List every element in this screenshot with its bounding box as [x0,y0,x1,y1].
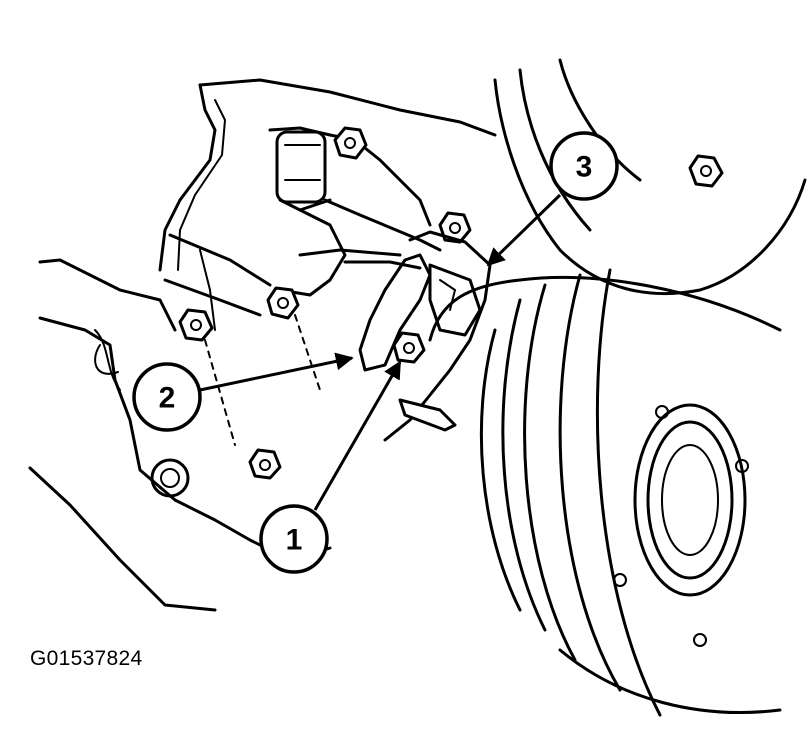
mount-bracket [275,130,442,270]
bolt-pulley [688,154,724,188]
callout-3: 3 [549,131,619,201]
bolt-middle-left [266,286,300,320]
callout-3-number: 3 [576,151,593,184]
callout-1-number: 1 [286,524,303,557]
engine-block [28,258,332,612]
figure-id-label: G01537824 [30,647,143,670]
bolt-sensor [392,331,426,364]
bolt-upper [333,126,368,160]
upper-pulley [493,58,807,296]
callout-2-number: 2 [159,382,176,415]
leader-callout-1 [313,360,402,511]
stud-lines [204,314,321,446]
callout-1: 1 [259,504,329,574]
leader-callout-2 [199,352,354,392]
crankshaft-pulley [428,268,782,717]
bolt-lower [248,448,282,480]
leader-callout-3 [486,193,562,267]
callout-2: 2 [132,362,202,432]
bolt-left [178,308,214,342]
bolt-top-right [438,211,472,244]
leader-lines [199,193,562,511]
